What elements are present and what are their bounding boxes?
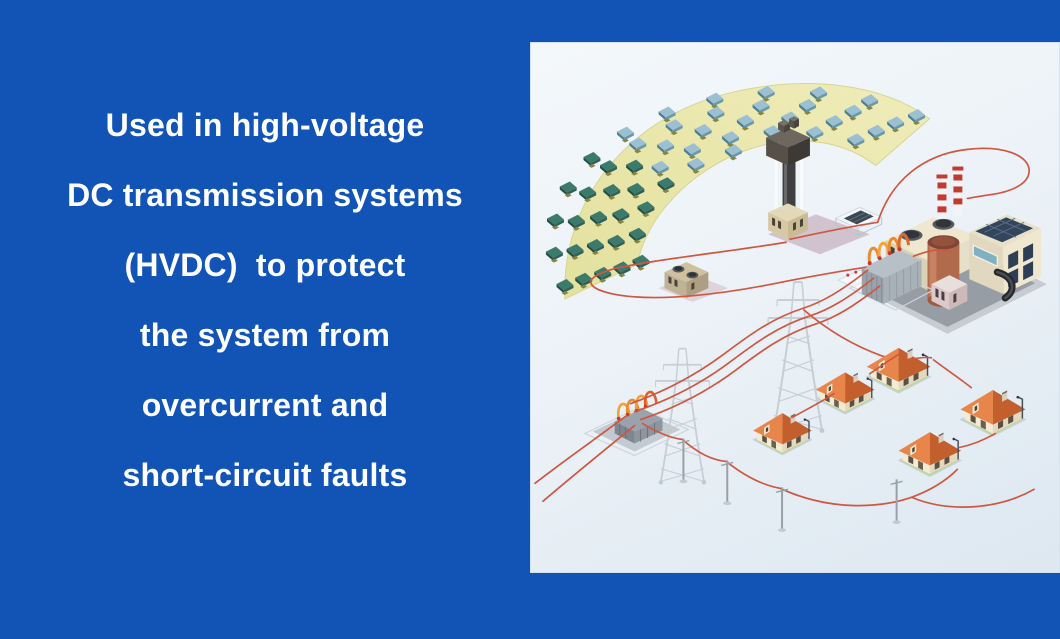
headline-line-5: overcurrent and	[141, 387, 389, 423]
transformer-bushings	[867, 233, 911, 266]
utility-pole-3	[775, 486, 790, 533]
headline-line-4: the system from	[139, 317, 391, 353]
headline-line-6: short-circuit faults	[122, 457, 408, 493]
solar-power-tower	[766, 116, 870, 255]
headline-line-1: Used in high-voltage	[105, 107, 425, 143]
converter-station-sketch	[834, 206, 883, 236]
heliostat-panel	[547, 213, 564, 230]
heliostat-panel	[545, 246, 563, 263]
utility-pole-2	[720, 459, 735, 507]
headline-line-2: DC transmission systems	[67, 177, 463, 213]
service-building	[658, 262, 729, 303]
solar-heliostat-field	[545, 83, 931, 300]
house-5	[958, 389, 1028, 438]
heliostat-panel	[616, 126, 634, 143]
chimney-left	[936, 174, 948, 225]
illustration-panel	[530, 42, 1060, 573]
headline-line-3: (HVDC) to protect	[124, 247, 406, 283]
house-4	[896, 431, 963, 478]
heliostat-panel	[583, 151, 601, 168]
house-1	[751, 412, 814, 457]
hvdc-grid-illustration	[534, 83, 1048, 533]
heliostat-panel	[559, 181, 577, 198]
caption-panel: Used in high-voltage DC transmission sys…	[67, 107, 463, 493]
power-lines	[534, 147, 1035, 508]
distribution-lines	[791, 353, 997, 449]
chimney-right	[952, 166, 964, 217]
transmission-tower-1	[767, 281, 829, 435]
house-2	[814, 371, 877, 416]
